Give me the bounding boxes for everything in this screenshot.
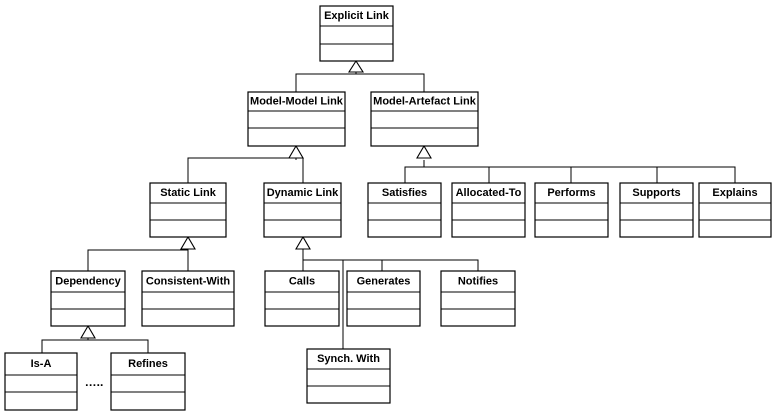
class-dynamic-link: Dynamic Link [263, 182, 342, 238]
class-name: Notifies [458, 276, 498, 288]
arrowhead-explicit-link [347, 59, 365, 73]
class-is-a: Is-A [4, 352, 78, 411]
class-notifies: Notifies [440, 270, 516, 327]
ellipsis: ….. [85, 375, 104, 389]
class-name: Consistent-With [146, 276, 231, 288]
class-model-model-link: Model-Model Link [247, 91, 346, 147]
class-name: Model-Artefact Link [373, 96, 477, 108]
class-name: Static Link [160, 187, 217, 199]
class-consistent-with: Consistent-With [141, 270, 235, 327]
class-name: Dynamic Link [267, 187, 339, 199]
class-model-artefact-link: Model-Artefact Link [370, 91, 479, 147]
class-supports: Supports [619, 182, 694, 238]
edge-notifies-to-dynamic [382, 259, 479, 271]
edge-explains-to-model-artefact [657, 166, 736, 183]
generalization-arrowheads [80, 59, 432, 339]
edge-static-to-model-model [187, 157, 297, 183]
class-name: Is-A [31, 358, 52, 370]
arrowhead-dynamic-link [295, 235, 311, 250]
class-name: Allocated-To [456, 187, 522, 199]
edge-performs-to-model-artefact [489, 166, 572, 183]
edge-model-model-to-explicit [295, 72, 357, 92]
class-name: Explains [712, 187, 757, 199]
class-refines: Refines [110, 352, 186, 411]
class-name: Generates [357, 276, 411, 288]
class-allocated-to: Allocated-To [451, 182, 526, 238]
class-performs: Performs [534, 182, 609, 238]
class-explains: Explains [698, 182, 772, 238]
class-name: Calls [289, 276, 315, 288]
class-name: Synch. With [317, 353, 380, 365]
class-static-link: Static Link [149, 182, 227, 238]
class-name: Refines [128, 358, 168, 370]
generalization-edges [41, 72, 736, 353]
arrowhead-dependency [80, 324, 96, 339]
class-boxes: Explicit Link Model-Model Link Model-Art… [4, 5, 772, 411]
class-name: Model-Model Link [250, 96, 344, 108]
edge-dependency-to-static [87, 249, 189, 271]
class-explicit-link: Explicit Link [319, 5, 394, 62]
edge-allocated-to-to-model-artefact [424, 166, 490, 183]
class-name: Dependency [55, 276, 121, 288]
edge-supports-to-model-artefact [571, 166, 658, 183]
class-satisfies: Satisfies [367, 182, 442, 238]
edge-model-artefact-to-explicit [356, 73, 425, 92]
arrowhead-model-artefact-link [416, 144, 432, 159]
class-calls: Calls [264, 270, 340, 327]
class-name: Performs [547, 187, 595, 199]
edge-dynamic-to-model-model [296, 157, 304, 183]
class-name: Satisfies [382, 187, 427, 199]
edge-satisfies-to-model-artefact [404, 160, 425, 183]
arrowhead-model-model-link [288, 144, 304, 159]
class-name: Supports [632, 187, 680, 199]
class-synch-with: Synch. With [306, 348, 391, 404]
edge-is-a-to-dependency [41, 338, 89, 353]
arrowhead-static-link [180, 235, 196, 250]
edge-refines-to-dependency [88, 339, 149, 353]
class-name: Explicit Link [324, 10, 390, 22]
class-dependency: Dependency [50, 270, 126, 327]
class-generates: Generates [346, 270, 421, 327]
